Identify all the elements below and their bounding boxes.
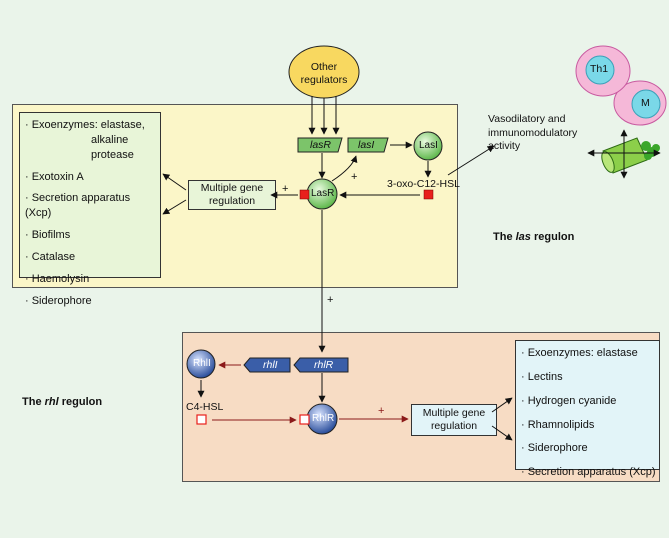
las-product-item: · Siderophore bbox=[25, 294, 92, 307]
lasR-protein-label: LasR bbox=[311, 188, 335, 199]
macrophage-label: M bbox=[641, 97, 650, 109]
autoinducer-to-immune-arrow bbox=[447, 145, 495, 176]
las-regulon-title: The las regulon bbox=[493, 231, 575, 243]
rhlI-protein-label: RhlI bbox=[193, 358, 211, 369]
lasI-gene-label: lasI bbox=[358, 139, 375, 151]
las-product-item: · Exoenzymes: elastase, bbox=[25, 119, 145, 131]
lasR-gene-shape bbox=[297, 137, 343, 153]
other-regulators-label: Other regulators bbox=[300, 61, 348, 86]
lasI-protein-node bbox=[413, 131, 443, 161]
macrophage-nucleus bbox=[631, 89, 661, 119]
rhl-multiple-gene-regulation: Multiple gene regulation bbox=[411, 404, 497, 436]
las-product-item: · Haemolysin bbox=[25, 272, 90, 285]
rhl-product-item: · Rhamnolipids bbox=[521, 418, 595, 431]
th1-nucleus bbox=[585, 55, 615, 85]
las-autoinducer-label: 3-oxo-C12-HSL bbox=[387, 178, 460, 190]
las-regulation-out-arrow bbox=[162, 199, 187, 215]
rhlI-gene-shape bbox=[243, 357, 291, 373]
rhl-product-item: · Exoenzymes: elastase bbox=[521, 347, 638, 359]
rhl-product-item: · Siderophore bbox=[521, 442, 588, 455]
lasI-protein-label: LasI bbox=[419, 140, 438, 151]
las-autoinducer-square bbox=[423, 189, 434, 200]
rhlI-protein-node bbox=[186, 349, 216, 379]
rhlR-gene-shape bbox=[293, 357, 349, 373]
lasI-gene-shape bbox=[347, 137, 389, 153]
rhl-regulation-plus-sign: + bbox=[378, 405, 385, 417]
las-product-item: · Secretion apparatus (Xcp) bbox=[25, 192, 131, 220]
rhl-autoinducer-square bbox=[196, 414, 207, 425]
rhl-product-item: · Hydrogen cyanide bbox=[521, 394, 617, 407]
rhl-regulation-out-arrow bbox=[491, 425, 513, 441]
connector-plus-sign: + bbox=[327, 294, 334, 306]
las-multiple-gene-regulation: Multiple gene regulation bbox=[188, 180, 276, 210]
las-product-item: · Exotoxin A bbox=[25, 170, 84, 183]
rhlR-protein-label: RhlR bbox=[312, 413, 335, 424]
las-plus-sign: + bbox=[351, 171, 358, 183]
rhl-products-box: · Exoenzymes: elastase · Lectins · Hydro… bbox=[515, 340, 660, 478]
las-product-item: · Catalase bbox=[25, 250, 76, 263]
blood-vessel-icon bbox=[587, 129, 661, 179]
immune-activity-label: Vasodilatory and immunomodulatory activi… bbox=[488, 113, 578, 153]
rhl-autoinducer-label: C4-HSL bbox=[186, 401, 224, 413]
las-regulation-plus-sign: + bbox=[282, 183, 289, 195]
lasR-activates-lasI-arrow bbox=[331, 155, 358, 182]
lasR-gene-label: lasR bbox=[310, 139, 332, 151]
rhlR-gene-label: rhlR bbox=[314, 359, 334, 371]
las-regulation-out-arrow bbox=[162, 173, 187, 191]
las-product-item: alkaline bbox=[91, 133, 129, 146]
th1-label: Th1 bbox=[590, 63, 609, 75]
rhl-product-item: · Secretion apparatus (Xcp) bbox=[521, 466, 656, 479]
rhlR-bound-autoinducer bbox=[299, 414, 310, 425]
rhl-product-item: · Lectins bbox=[521, 370, 563, 383]
rhl-regulon-title: The rhl regulon bbox=[22, 396, 103, 408]
rhl-regulation-out-arrow bbox=[491, 397, 513, 413]
lasR-bound-autoinducer bbox=[299, 189, 310, 200]
las-product-item: · Biofilms bbox=[25, 229, 71, 242]
rhlI-gene-label: rhlI bbox=[263, 359, 278, 371]
las-product-item: protease bbox=[91, 148, 134, 161]
las-products-box: · Exoenzymes: elastase, alkaline proteas… bbox=[19, 112, 161, 307]
